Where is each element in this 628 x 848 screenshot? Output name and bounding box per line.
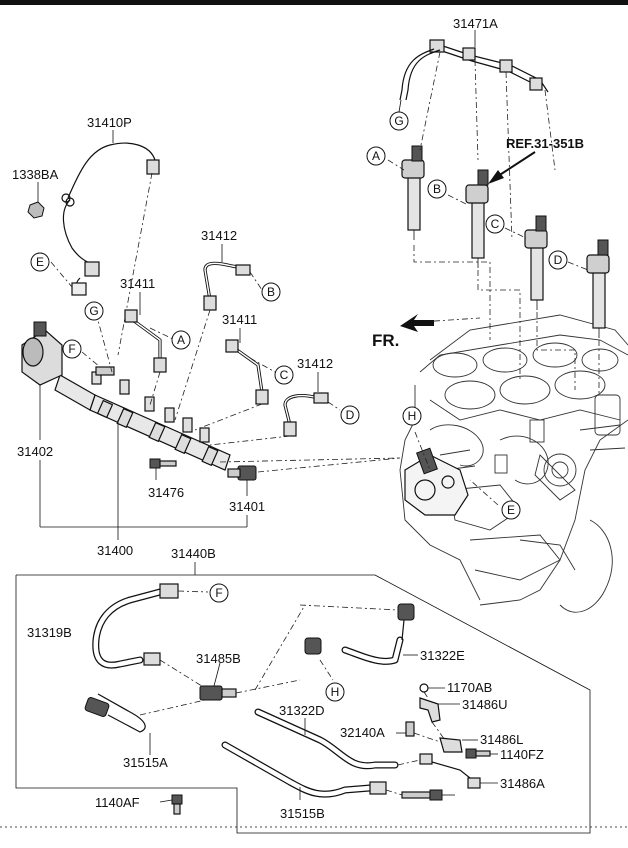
bolt-1140AF <box>159 794 183 815</box>
top-border <box>0 0 628 5</box>
callout-A-pipe: A <box>171 330 191 350</box>
label-31440B: 31440B <box>171 546 216 561</box>
callout-C-pipe: C <box>274 365 294 385</box>
callout-F-rail: F <box>62 339 82 359</box>
callout-C-injector-label: C <box>491 217 500 231</box>
callout-C-pipe-label: C <box>280 368 289 382</box>
label-31486L: 31486L <box>480 732 523 747</box>
callout-H-hose: H <box>325 682 345 702</box>
callout-A-pipe-label: A <box>177 333 185 347</box>
label-1140FZ: 1140FZ <box>500 747 544 762</box>
callout-F-hose-label: F <box>215 586 222 600</box>
injector-B <box>447 169 489 268</box>
hose-31515B <box>221 741 387 800</box>
label-front: FR. <box>372 331 399 350</box>
connector-F-rail <box>81 351 115 376</box>
sensor-31401 <box>227 465 257 496</box>
pipe-31412-upper <box>174 244 263 421</box>
label-1140AF: 1140AF <box>95 795 140 810</box>
callout-B-injector: B <box>427 179 447 199</box>
label-31322E: 31322E <box>420 648 465 663</box>
callout-D-injector-label: D <box>554 253 563 267</box>
label-1338BA: 1338BA <box>12 167 59 182</box>
callout-E-harness-label: E <box>36 255 44 269</box>
callout-D-pipe-label: D <box>346 408 355 422</box>
callout-E-harness: E <box>30 252 50 272</box>
callout-B-pipe-label: B <box>267 285 275 299</box>
label-31400: 31400 <box>97 543 133 558</box>
label-31401: 31401 <box>229 499 265 514</box>
label-31412-upper: 31412 <box>201 228 237 243</box>
leader-G <box>95 312 113 373</box>
pipe-31411-upper <box>124 292 176 406</box>
injector-D <box>567 239 610 338</box>
connector-31515A <box>84 693 206 755</box>
bolt-31476 <box>149 458 177 480</box>
callout-H-engine: H <box>402 406 422 426</box>
label-31410P: 31410P <box>87 115 132 130</box>
label-31412-lower: 31412 <box>297 356 333 371</box>
section-31440B-frame <box>0 562 628 834</box>
injector-A <box>387 145 425 240</box>
bracket-cluster <box>396 683 498 759</box>
label-31486A: 31486A <box>500 776 545 791</box>
label-31476: 31476 <box>148 485 184 500</box>
rail-to-pump-line <box>219 457 401 463</box>
callout-H-engine-label: H <box>408 409 417 423</box>
callout-A-injector-label: A <box>372 149 380 163</box>
label-31515B: 31515B <box>280 806 325 821</box>
label-31319B: 31319B <box>27 625 72 640</box>
callout-G-top: G <box>389 111 409 131</box>
callout-E-engine-label: E <box>507 503 515 517</box>
pipe-31411-lower <box>194 328 276 431</box>
injector-C <box>504 215 548 310</box>
pipe-31412-lower <box>209 372 341 446</box>
leader-E-engine <box>469 479 499 506</box>
label-31411-upper: 31411 <box>120 276 155 291</box>
engine-block <box>399 314 628 613</box>
label-ref-31-351B: REF.31-351B <box>506 136 584 151</box>
callout-B-pipe: B <box>261 282 281 302</box>
callout-A-injector: A <box>366 146 386 166</box>
fuel-rail-31400 <box>54 371 231 471</box>
callout-D-injector: D <box>548 250 568 270</box>
callout-G-harness: G <box>84 301 104 321</box>
label-31486U: 31486U <box>462 697 508 712</box>
callout-H-hose-label: H <box>331 685 340 699</box>
callout-E-engine: E <box>501 500 521 520</box>
front-arrow <box>400 314 434 332</box>
ref-arrow <box>488 151 536 184</box>
callout-D-pipe: D <box>340 405 360 425</box>
label-31515A: 31515A <box>123 755 168 770</box>
label-1170AB: 1170AB <box>447 680 492 695</box>
injector-guide-lines <box>413 245 600 395</box>
label-31411-lower: 31411 <box>222 312 257 327</box>
label-31402: 31402 <box>17 444 53 459</box>
pressure-valve-31402 <box>21 321 63 440</box>
callout-F-rail-label: F <box>68 342 75 356</box>
callout-B-injector-label: B <box>433 182 441 196</box>
callout-G-top-label: G <box>394 114 403 128</box>
hose-31319B <box>92 583 209 689</box>
hose-31322E <box>254 603 418 691</box>
connector-31485B <box>199 662 301 701</box>
hose-31322D <box>254 708 399 770</box>
fitting-31486A <box>385 753 498 801</box>
callout-F-hose: F <box>209 583 229 603</box>
return-hose-31471A <box>399 30 556 241</box>
label-32140A: 32140A <box>340 725 385 740</box>
harness-31410P <box>27 130 160 356</box>
label-31471A: 31471A <box>453 16 498 31</box>
bracket-31400 <box>39 420 248 540</box>
label-31485B: 31485B <box>196 651 241 666</box>
callout-C-injector: C <box>485 214 505 234</box>
callout-G-harness-label: G <box>89 304 98 318</box>
label-31322D: 31322D <box>279 703 325 718</box>
